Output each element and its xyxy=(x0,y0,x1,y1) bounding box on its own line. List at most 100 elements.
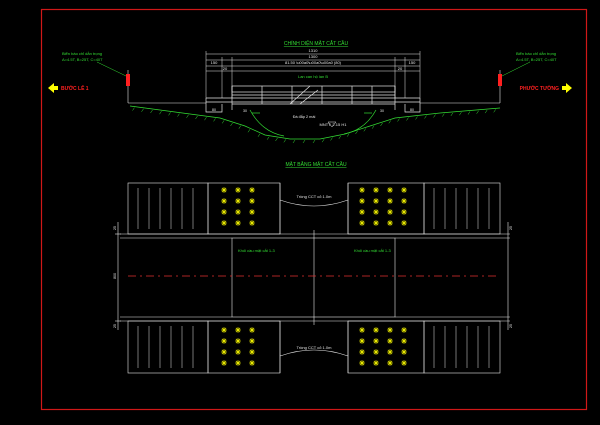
hatch-mark xyxy=(459,112,462,116)
hatch-mark xyxy=(371,125,375,129)
tree-icon xyxy=(373,338,379,344)
dim-total: 1310 xyxy=(309,48,319,53)
dim-right-150: 150 xyxy=(409,60,416,65)
hatch-mark xyxy=(238,125,242,129)
left-direction-label: BƯỚC LÊ 1 xyxy=(61,84,89,92)
tree-note-bottom: Trồng CCT cỏ 1.0m xyxy=(297,345,333,350)
tree-note-top: Trồng CCT cỏ 1.0m xyxy=(297,194,333,199)
left-sign-note-2: A=4.5T, B=25T, C=40T xyxy=(62,57,103,62)
hatch-mark xyxy=(450,112,454,117)
hatch-mark xyxy=(424,115,427,119)
road-stripes xyxy=(137,188,490,368)
hatch-mark xyxy=(338,135,342,139)
elevation-section: CHÍNH DIỆN MẶT CẮT CẦU 1310 1300 150 150… xyxy=(48,39,572,144)
ground-profile xyxy=(129,105,501,140)
right-direction-label: PHƯỚC TƯỜNG xyxy=(520,84,559,92)
rail-label: Lan can hộ lan B xyxy=(298,74,328,79)
tree-icon xyxy=(387,198,393,204)
hatch-mark xyxy=(292,139,296,144)
tree-icon xyxy=(221,209,227,215)
hatch-mark xyxy=(132,107,135,111)
tree-icon xyxy=(359,220,365,226)
tree-icon xyxy=(249,187,255,193)
hatch-mark xyxy=(168,112,171,116)
hatch-mark xyxy=(330,137,333,141)
tree-icon xyxy=(373,360,379,366)
hatch-mark xyxy=(363,128,367,132)
hatch-mark xyxy=(177,113,180,117)
tree-icon xyxy=(373,220,379,226)
tree-icon xyxy=(235,187,241,193)
hatch-mark xyxy=(321,139,325,143)
right-sign-note-1: Biển báo chỉ dẫn trọng xyxy=(516,51,556,56)
stage-label-right: 80 xyxy=(410,108,414,112)
hatch-mark xyxy=(275,137,278,142)
ground-hatch-marks xyxy=(132,107,496,144)
tree-icon xyxy=(387,338,393,344)
tree-icon xyxy=(221,187,227,193)
tree-icon xyxy=(235,198,241,204)
hatch-mark xyxy=(415,116,418,120)
tree-icon xyxy=(373,349,379,355)
side-dim-mid: 800 xyxy=(113,273,117,279)
tree-icon xyxy=(401,198,407,204)
tree-icon xyxy=(235,209,241,215)
tree-icon xyxy=(401,209,407,215)
hatch-mark xyxy=(266,136,270,140)
tree-icon xyxy=(373,327,379,333)
dim-left-20: 20 xyxy=(223,66,228,71)
tree-icon xyxy=(401,327,407,333)
hatch-mark xyxy=(247,129,251,133)
tree-symbols xyxy=(221,187,407,366)
hatch-mark xyxy=(230,122,233,127)
hatch-mark xyxy=(388,120,392,124)
tree-icon xyxy=(359,198,365,204)
water-level-icon xyxy=(327,121,337,128)
hatch-mark xyxy=(467,111,471,115)
hatch-mark xyxy=(493,109,496,113)
plan-outline xyxy=(115,182,510,374)
tree-icon xyxy=(221,349,227,355)
sign-post-right xyxy=(498,61,531,103)
tree-icon xyxy=(235,349,241,355)
tree-icon xyxy=(401,187,407,193)
tree-icon xyxy=(235,338,241,344)
tree-icon xyxy=(221,338,227,344)
left-sign-note-1: Biển báo chỉ dẫn trọng xyxy=(62,51,102,56)
tree-icon xyxy=(359,338,365,344)
tree-icon xyxy=(221,327,227,333)
tree-icon xyxy=(359,187,365,193)
tree-icon xyxy=(387,187,393,193)
hatch-mark xyxy=(476,110,479,114)
hatch-mark xyxy=(283,139,287,143)
tree-icon xyxy=(373,187,379,193)
tree-icon xyxy=(401,220,407,226)
hatch-mark xyxy=(186,114,189,118)
stage-label-left: 80 xyxy=(212,108,216,112)
inner-left-label: Khối cầu mặt cắt 1-3 xyxy=(238,248,275,253)
tree-icon xyxy=(359,360,365,366)
inner-right-label: Khối cầu mặt cắt 1-3 xyxy=(354,248,391,253)
dim-span: 1300 xyxy=(309,54,319,59)
right-dim-top: 25 xyxy=(509,226,513,230)
hatch-mark xyxy=(484,109,488,114)
tree-icon xyxy=(387,349,393,355)
side-dim-top: 25 xyxy=(113,226,117,230)
hatch-mark xyxy=(159,111,162,115)
tree-icon xyxy=(235,327,241,333)
tree-icon xyxy=(249,327,255,333)
bottom-dim-left: 30 xyxy=(243,109,247,113)
tree-icon xyxy=(401,338,407,344)
dim-right-20: 20 xyxy=(398,66,403,71)
tree-icon xyxy=(249,338,255,344)
hatch-mark xyxy=(257,133,261,137)
tree-icon xyxy=(359,327,365,333)
tree-icon xyxy=(359,209,365,215)
tree-icon xyxy=(221,220,227,226)
tree-icon xyxy=(249,220,255,226)
side-dim-bottom: 25 xyxy=(113,324,117,328)
dim-left-150: 150 xyxy=(211,60,218,65)
dim-mid: 81.50 \u00a0\u00a0\u00a0 (80) xyxy=(285,60,342,65)
hatch-mark xyxy=(302,139,306,144)
tree-icon xyxy=(249,360,255,366)
